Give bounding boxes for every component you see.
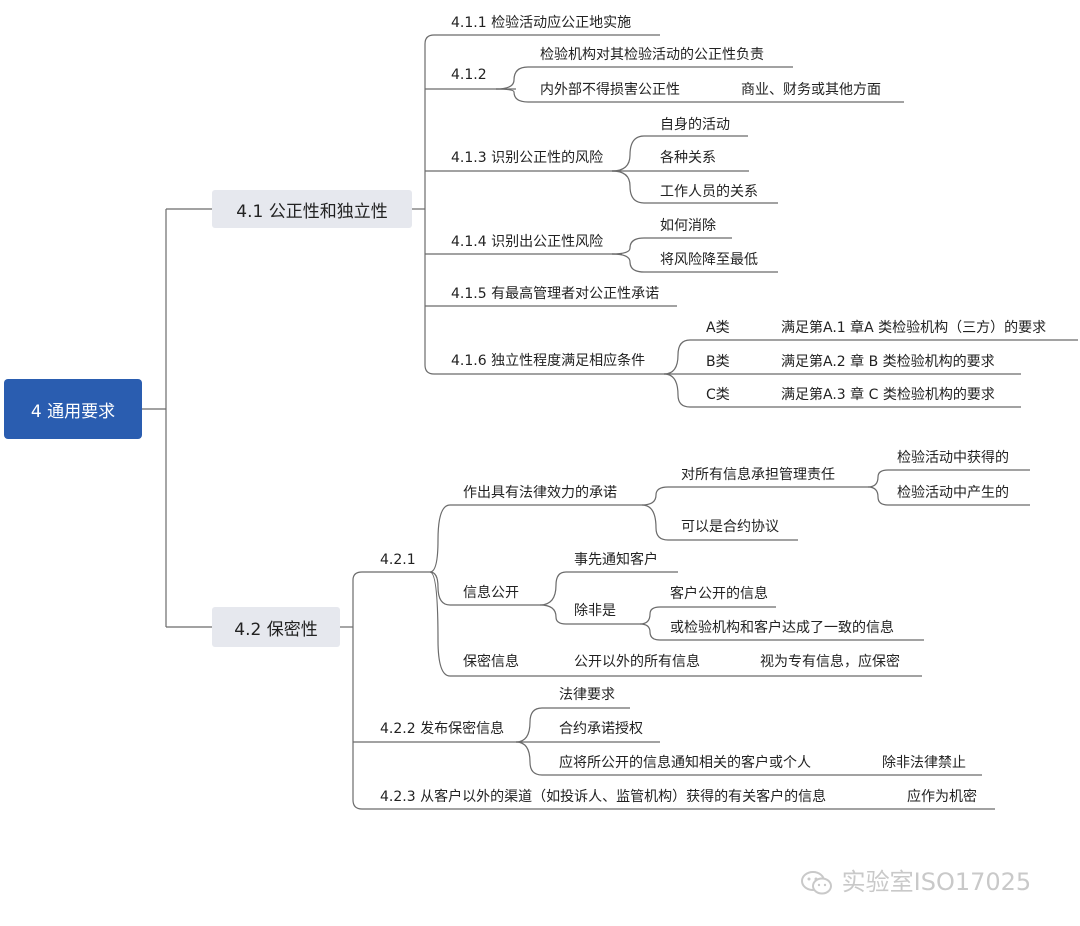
node-4-1-2-b[interactable]: 内外部不得损害公正性 (540, 82, 680, 98)
node-secret-a1[interactable]: 视为专有信息，应保密 (760, 654, 900, 670)
root-node[interactable]: 4 通用要求 (4, 379, 142, 439)
node-4-2-3-a[interactable]: 应作为机密 (907, 789, 977, 805)
node-4-1-4[interactable]: 4.1.4 识别出公正性风险 (451, 234, 604, 250)
node-commitment-a[interactable]: 对所有信息承担管理责任 (681, 467, 835, 483)
node-4-1-2[interactable]: 4.1.2 (451, 67, 487, 83)
node-4-2-2[interactable]: 4.2.2 发布保密信息 (380, 721, 505, 737)
node-4-2-3[interactable]: 4.2.3 从客户以外的渠道（如投诉人、监管机构）获得的有关客户的信息 (380, 789, 827, 805)
node-secret[interactable]: 保密信息 (463, 654, 519, 670)
node-4-1-6-b1[interactable]: 满足第A.2 章 B 类检验机构的要求 (781, 354, 995, 370)
node-4-2-2-b[interactable]: 合约承诺授权 (559, 721, 643, 737)
node-disclose-b2[interactable]: 或检验机构和客户达成了一致的信息 (670, 620, 894, 636)
node-4-2-2-c1[interactable]: 除非法律禁止 (882, 755, 966, 771)
node-secret-a[interactable]: 公开以外的所有信息 (574, 654, 700, 670)
node-4-1-2-b1[interactable]: 商业、财务或其他方面 (741, 82, 881, 98)
node-4-1-5[interactable]: 4.1.5 有最高管理者对公正性承诺 (451, 286, 660, 302)
node-commitment[interactable]: 作出具有法律效力的承诺 (463, 485, 617, 501)
node-4-1-4-a[interactable]: 如何消除 (660, 218, 716, 234)
node-commitment-b[interactable]: 可以是合约协议 (681, 519, 779, 535)
node-commitment-a1[interactable]: 检验活动中获得的 (897, 450, 1009, 466)
node-4-1-3-b[interactable]: 各种关系 (660, 150, 716, 166)
node-4-1-6-a[interactable]: A类 (706, 320, 730, 336)
node-4-1-1[interactable]: 4.1.1 检验活动应公正地实施 (451, 15, 632, 31)
node-4-2[interactable]: 4.2 保密性 (212, 607, 340, 647)
node-4-1[interactable]: 4.1 公正性和独立性 (212, 190, 412, 228)
wechat-icon (801, 871, 832, 895)
node-4-1-2-a[interactable]: 检验机构对其检验活动的公正性负责 (540, 47, 764, 63)
node-disclose-b1[interactable]: 客户公开的信息 (670, 586, 768, 602)
node-disclose-b[interactable]: 除非是 (574, 603, 616, 619)
node-4-2-1[interactable]: 4.2.1 (380, 552, 416, 568)
watermark-text: 实验室ISO17025 (841, 868, 1032, 896)
node-4-1-4-b[interactable]: 将风险降至最低 (660, 252, 758, 268)
node-disclose-a[interactable]: 事先通知客户 (574, 552, 658, 568)
node-4-2-2-c[interactable]: 应将所公开的信息通知相关的客户或个人 (559, 755, 811, 771)
node-4-1-6-a1[interactable]: 满足第A.1 章A 类检验机构（三方）的要求 (781, 320, 1047, 336)
node-4-1-3-a[interactable]: 自身的活动 (660, 117, 730, 133)
node-disclose[interactable]: 信息公开 (463, 585, 519, 601)
node-4-2-2-a[interactable]: 法律要求 (559, 687, 615, 703)
node-4-1-6[interactable]: 4.1.6 独立性程度满足相应条件 (451, 353, 646, 369)
node-4-1-3[interactable]: 4.1.3 识别公正性的风险 (451, 150, 604, 166)
node-4-1-6-c[interactable]: C类 (706, 387, 730, 403)
node-4-1-3-c[interactable]: 工作人员的关系 (660, 184, 758, 200)
node-4-1-6-b[interactable]: B类 (706, 354, 730, 370)
watermark: 实验室ISO17025 (800, 862, 1031, 897)
node-4-1-6-c1[interactable]: 满足第A.3 章 C 类检验机构的要求 (781, 387, 995, 403)
node-commitment-a2[interactable]: 检验活动中产生的 (897, 485, 1009, 501)
